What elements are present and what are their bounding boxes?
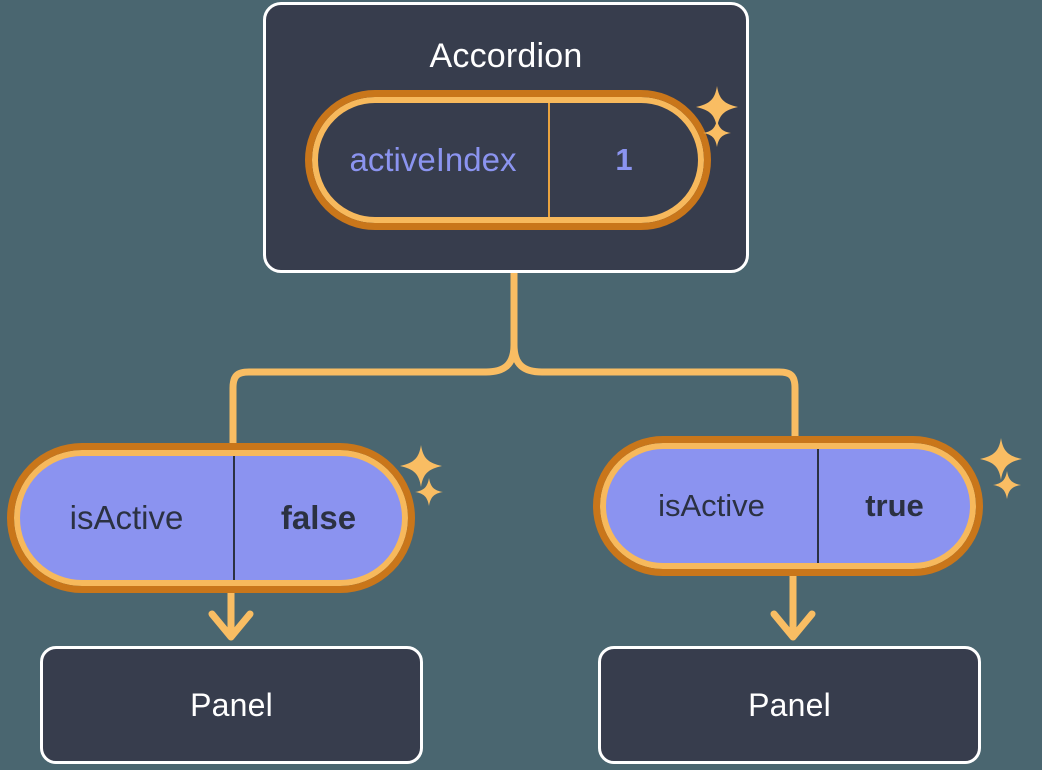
arrow-head-left [208, 610, 254, 641]
arrow-head-right [770, 610, 816, 641]
state-pill-is-active-true[interactable]: isActive true [593, 436, 983, 576]
edge-to-left-branch [229, 341, 518, 459]
state-value-is-active-right: true [865, 488, 924, 523]
panel-left-title: Panel [190, 687, 273, 723]
sparkle-four-point-small-icon [415, 478, 443, 506]
panel-right-title: Panel [748, 687, 831, 723]
state-key-active-index: activeIndex [318, 103, 550, 217]
state-pill-is-active-false[interactable]: isActive false [7, 443, 415, 593]
node-panel-right-card[interactable]: Panel [598, 646, 981, 764]
state-key-is-active-left: isActive [20, 456, 235, 580]
sparkle-four-point-large-icon [980, 438, 1022, 480]
state-key-is-active-right: isActive [606, 449, 819, 563]
node-panel-left-card[interactable]: Panel [40, 646, 423, 764]
state-value-active-index: 1 [615, 142, 633, 177]
state-value-is-active-left: false [280, 499, 357, 536]
state-pill-active-index[interactable]: activeIndex 1 [305, 90, 711, 230]
accordion-title: Accordion [429, 37, 583, 75]
edge-to-right-branch [510, 341, 799, 452]
sparkle-four-point-small-icon [993, 471, 1021, 499]
